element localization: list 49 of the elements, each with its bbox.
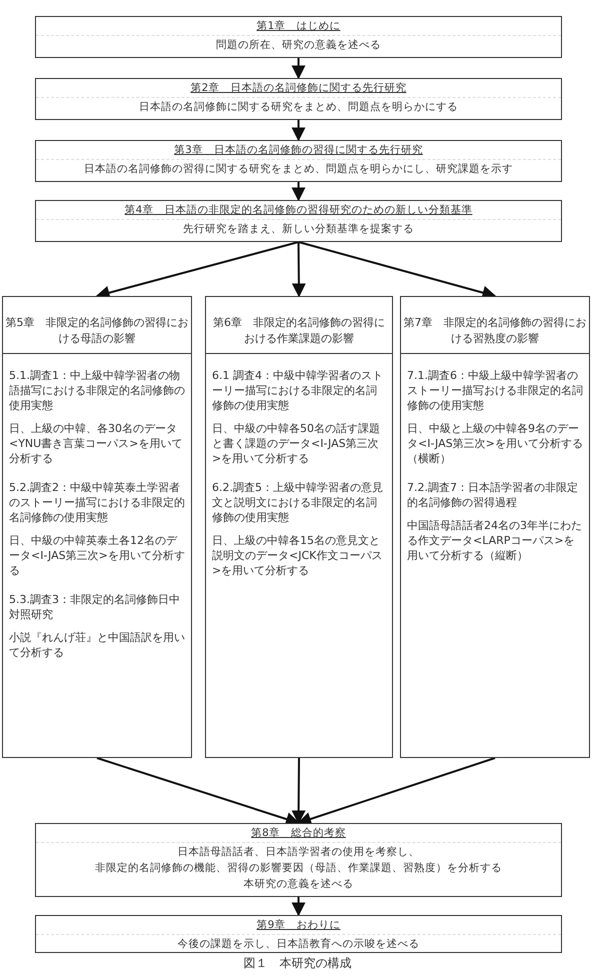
arrow [292, 758, 306, 824]
chapter-heading: 第7章 非限定的名詞修飾の習得における習熟度の影響 [401, 297, 589, 354]
chapter-description: 日本語母語話者、日本語学習者の使用を考察し、 [176, 846, 420, 859]
chapter-heading: 第9章 おわりに [36, 919, 561, 935]
chapter-description: 本研究の意義を述べる [242, 878, 354, 891]
chapter-description: 先行研究を踏まえ、新しい分類基準を提案する [182, 223, 415, 236]
chapter-description: 日本語の名詞修飾の習得に関する研究をまとめ、問題点を明らかにし、研究課題を示す [83, 163, 514, 176]
arrow [292, 58, 306, 80]
chapter-heading: 第8章 総合的考察 [36, 827, 561, 843]
arrow [292, 897, 306, 916]
arrow [292, 120, 306, 142]
survey-title: 7.2.調査7：日本語学習者の非限定的名詞修飾の習得過程 [406, 480, 579, 510]
chapter-description: 日、中級の中韓英泰土各12名のデータ<I-JAS第三次>を用いて分析する [8, 533, 186, 578]
arrow [96, 757, 300, 826]
chapter-box [35, 823, 562, 897]
chapter-box [35, 915, 562, 953]
chapter-description: 日、上級の中韓各15名の意見文と説明文のデータ<JCK作文コーパス>を用いて分析する [211, 533, 384, 578]
chapter-heading: 第1章 はじめに [36, 20, 561, 36]
chapter-column [2, 296, 192, 758]
survey-title: 6.1 調査4：中級中韓学習者のストーリー描写における非限定的名詞修飾の使用実態 [211, 368, 384, 413]
survey-title: 7.1.調査6：中級上級中韓学習者のストーリー描写おける非限定的名詞修飾の使用実態 [406, 368, 584, 413]
survey-title: 5.3.調査3：非限定的名詞修飾日中対照研究 [8, 592, 181, 622]
chapter-description: 日、中級の中韓各50名の話す課題と書く課題のデータ<I-JAS第三次>を用いて分析する [211, 421, 381, 466]
chapter-description: 今後の課題を示し、日本語教育への示唆を述べる [176, 938, 420, 951]
chapter-description: 中国語母語話者24名の3年半にわたる作文データ<LARPコーパス>を用いて分析する（縦断） [406, 518, 583, 563]
survey-title: 5.1.調査1：中上級中韓学習者の物語描写における非限定的名詞修飾の使用実態 [8, 368, 186, 413]
survey-title: 6.2.調査5：上級中韓学習者の意見文と説明文における非限定的名詞修飾の使用実態 [211, 480, 384, 525]
chapter-heading: 第5章 非限定的名詞修飾の習得における母語の影響 [3, 297, 191, 354]
chapter-heading: 第2章 日本語の名詞修飾に関する先行研究 [36, 82, 561, 98]
arrow [292, 242, 306, 298]
arrow [297, 757, 496, 826]
chapter-description: 日、中級と上級の中韓各9名のデータ<I-JAS第三次>を用いて分析する（横断） [406, 421, 584, 466]
chapter-box [35, 200, 562, 242]
chapter-column [400, 296, 590, 758]
chapter-description: 問題の所在、研究の意義を述べる [215, 39, 382, 52]
chapter-description: 小説『れんげ荘』と中国語訳を用いて分析する [8, 630, 186, 660]
chapter-description: 非限定的名詞修飾の機能、習得の影響要因（母語、作業課題、習熟度）を分析する [94, 862, 503, 875]
chapter-heading: 第4章 日本語の非限定的名詞修飾の習得研究のための新しい分類基準 [36, 204, 561, 220]
chapter-heading: 第3章 日本語の名詞修飾の習得に関する先行研究 [36, 144, 561, 160]
survey-title: 5.2.調査2：中級中韓英泰土学習者のストーリー描写における非限定的名詞修飾の使用実態 [8, 480, 186, 525]
chapter-box [35, 16, 562, 58]
chapter-description: 日、上級の中韓、各30名のデータ<YNU書き言葉コーパス>を用いて分析する [8, 421, 184, 466]
chapter-column [205, 296, 393, 758]
chapter-heading: 第6章 非限定的名詞修飾の習得における作業課題の影響 [206, 297, 392, 354]
figure-caption: 図１ 本研究の構成 [242, 955, 352, 972]
chapter-description: 日本語の名詞修飾に関する研究をまとめ、問題点を明らかにする [138, 101, 459, 114]
chapter-box [35, 78, 562, 120]
chapter-box [35, 140, 562, 182]
arrow [292, 182, 306, 202]
